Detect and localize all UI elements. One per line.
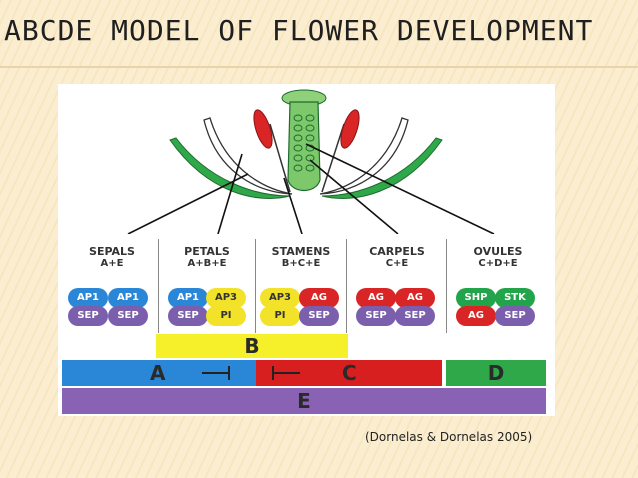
column-divider bbox=[346, 239, 347, 333]
organ-ovules: OVULES C+D+E bbox=[448, 246, 548, 270]
gene-pi: PI bbox=[260, 306, 300, 326]
gene-sep: SEP bbox=[108, 306, 148, 326]
gene-sep: SEP bbox=[168, 306, 208, 326]
organ-name: OVULES bbox=[473, 245, 523, 258]
organ-name: STAMENS bbox=[271, 245, 331, 258]
leader-sepals bbox=[127, 173, 249, 234]
flower-illustration bbox=[127, 89, 495, 234]
c-inhibits-a-icon bbox=[272, 366, 300, 380]
class-d-label: D bbox=[487, 361, 505, 385]
gene-ap1: AP1 bbox=[168, 288, 208, 308]
gene-ag: AG bbox=[356, 288, 396, 308]
class-d-bar: D bbox=[446, 360, 546, 386]
petal-right bbox=[319, 117, 409, 195]
leader-petals bbox=[217, 153, 243, 234]
class-b-label: B bbox=[244, 334, 260, 358]
class-e-label: E bbox=[297, 389, 311, 413]
citation: (Dornelas & Dornelas 2005) bbox=[365, 430, 533, 444]
gene-pi: PI bbox=[206, 306, 246, 326]
organ-name: SEPALS bbox=[89, 245, 135, 258]
class-c-label: C bbox=[342, 361, 357, 385]
gene-ap3: AP3 bbox=[260, 288, 300, 308]
class-e-bar: E bbox=[62, 388, 546, 414]
organ-stamens: STAMENS B+C+E bbox=[256, 246, 346, 270]
column-divider bbox=[255, 239, 256, 333]
organ-name: PETALS bbox=[184, 245, 230, 258]
organ-carpels: CARPELS C+E bbox=[350, 246, 444, 270]
class-c-bar: C bbox=[256, 360, 442, 386]
class-a-bar: A bbox=[62, 360, 256, 386]
organ-formula: A+B+E bbox=[187, 258, 227, 269]
gene-sep: SEP bbox=[356, 306, 396, 326]
organ-formula: C+D+E bbox=[478, 258, 518, 269]
class-a-label: A bbox=[150, 361, 166, 385]
organ-formula: A+E bbox=[100, 258, 124, 269]
column-divider bbox=[446, 239, 447, 333]
gene-stk: STK bbox=[495, 288, 535, 308]
leader-stamens bbox=[283, 177, 303, 234]
gene-ag: AG bbox=[395, 288, 435, 308]
stamen-left bbox=[253, 109, 291, 193]
gene-sep: SEP bbox=[495, 306, 535, 326]
stamen-right bbox=[321, 109, 360, 193]
a-inhibits-c-icon bbox=[202, 366, 230, 380]
gene-ap1: AP1 bbox=[68, 288, 108, 308]
gene-ag: AG bbox=[456, 306, 496, 326]
gene-sep: SEP bbox=[299, 306, 339, 326]
petal-left bbox=[203, 117, 293, 195]
abcde-model-figure: SEPALS A+E PETALS A+B+E STAMENS B+C+E CA… bbox=[58, 84, 555, 416]
organ-sepals: SEPALS A+E bbox=[68, 246, 156, 270]
title-underline bbox=[0, 66, 638, 68]
gene-sep: SEP bbox=[395, 306, 435, 326]
class-b-bar: B bbox=[156, 334, 348, 358]
sepal-right bbox=[321, 137, 443, 199]
leader-carpels bbox=[309, 159, 399, 234]
organ-name: CARPELS bbox=[369, 245, 425, 258]
slide-title: ABCDE MODEL OF FLOWER DEVELOPMENT bbox=[4, 14, 594, 47]
leader-ovules bbox=[305, 143, 495, 234]
gene-ap1: AP1 bbox=[108, 288, 148, 308]
gene-ap3: AP3 bbox=[206, 288, 246, 308]
column-divider bbox=[158, 239, 159, 333]
organ-formula: B+C+E bbox=[281, 258, 321, 269]
gene-ag: AG bbox=[299, 288, 339, 308]
gene-shp: SHP bbox=[456, 288, 496, 308]
gene-sep: SEP bbox=[68, 306, 108, 326]
organ-petals: PETALS A+B+E bbox=[162, 246, 252, 270]
carpel bbox=[281, 89, 327, 192]
organ-formula: C+E bbox=[385, 258, 409, 269]
